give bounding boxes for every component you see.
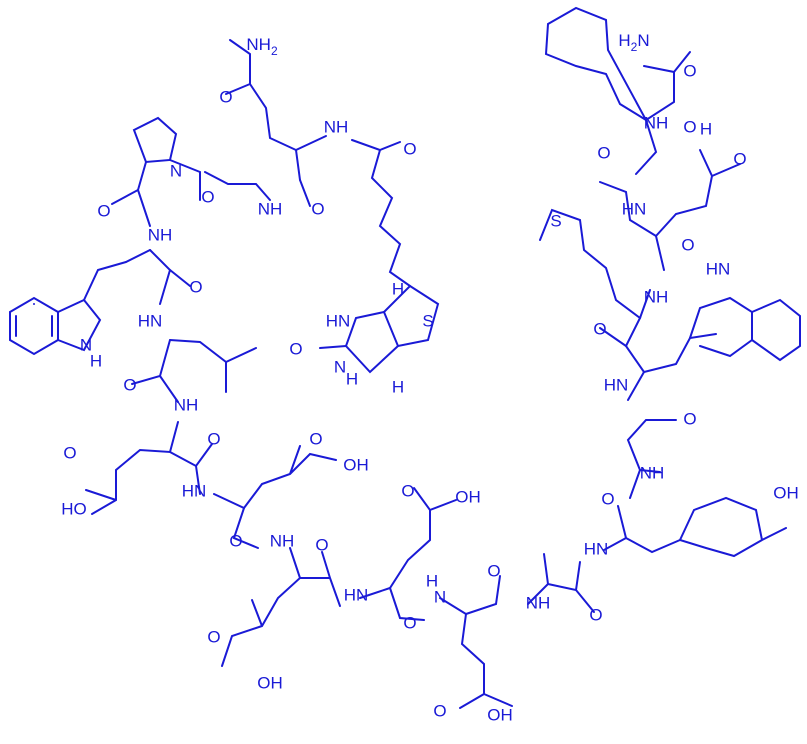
atom-label-o: O <box>219 87 232 106</box>
atom-label-s: S <box>550 211 561 230</box>
atom-label-hn: NH <box>258 199 283 218</box>
atom-label-o: O <box>597 143 610 162</box>
atom-label-o: O <box>229 531 242 550</box>
atom-label-o: O <box>207 627 220 646</box>
atom-label-o: O <box>315 535 328 554</box>
atom-label-indole-nh: H <box>90 351 102 370</box>
atom-label-nh: HN <box>622 199 647 218</box>
atom-label-nh: NH <box>644 287 669 306</box>
atom-label-nh: NH <box>148 225 173 244</box>
atom-label-nh: NH <box>526 593 551 612</box>
atom-label-o: O <box>189 277 202 296</box>
bond-lines <box>9 6 801 709</box>
atom-label-indole-hn: HN <box>706 259 731 278</box>
atom-label-h2n: H2N <box>618 31 649 54</box>
atom-label-o: O <box>683 409 696 428</box>
atom-label-oh: OH <box>343 455 369 474</box>
atom-label-o: O <box>63 443 76 462</box>
atom-label-o: O <box>733 149 746 168</box>
atom-labels: NH2 O NH O N O O O NH NH O HN H N O NH H… <box>61 31 799 724</box>
atom-label-hn: HN <box>326 311 351 330</box>
atom-label-o: O <box>403 613 416 632</box>
atom-label-h: H <box>700 119 712 138</box>
atom-label-indole-n: N <box>80 335 92 354</box>
atom-label-oh: OH <box>487 705 513 724</box>
atom-label-s: S <box>422 311 433 330</box>
atom-label-nh: NH <box>644 113 669 132</box>
atom-label-o: O <box>403 139 416 158</box>
atom-label-oh: OH <box>257 673 283 692</box>
atom-label-nh: NH <box>270 531 295 550</box>
atom-label-o: O <box>201 187 214 206</box>
atom-label-hn: HN <box>138 311 163 330</box>
atom-label-h: H <box>426 571 438 590</box>
atom-label-o: O <box>97 201 110 220</box>
atom-label-oh: OH <box>455 487 481 506</box>
atom-label-ho: HO <box>61 499 87 518</box>
atom-label-o: O <box>207 429 220 448</box>
atom-label-h: H <box>392 279 404 298</box>
atom-label-nh: NH <box>324 117 349 136</box>
atom-label-o: O <box>589 605 602 624</box>
atom-label-hn: HN <box>584 539 609 558</box>
atom-label-hn: HN <box>604 375 629 394</box>
atom-label-o: O <box>289 339 302 358</box>
atom-label-o: O <box>123 375 136 394</box>
atom-label-o: O <box>311 199 324 218</box>
atom-label-amide-nh2: NH2 <box>246 35 278 58</box>
atom-label-o: O <box>309 429 322 448</box>
atom-label-o: O <box>601 489 614 508</box>
atom-label-h: H <box>346 369 358 388</box>
atom-label-hn: HN <box>344 585 369 604</box>
atom-label-oh: OH <box>773 483 799 502</box>
atom-label-n: N <box>434 587 446 606</box>
atom-label-n: N <box>334 357 346 376</box>
atom-label-nh: NH <box>640 463 665 482</box>
atom-label-o: O <box>433 701 446 720</box>
atom-label-hn: HN <box>182 481 207 500</box>
atom-label-h: H <box>392 377 404 396</box>
atom-label-nh: NH <box>174 395 199 414</box>
atom-label-o: O <box>683 117 696 136</box>
atom-label-o: O <box>487 561 500 580</box>
atom-label-n: N <box>170 161 182 180</box>
atom-label-o: O <box>401 481 414 500</box>
atom-label-o: O <box>681 235 694 254</box>
atom-label-o: O <box>683 61 696 80</box>
atom-label-o: O <box>593 319 606 338</box>
